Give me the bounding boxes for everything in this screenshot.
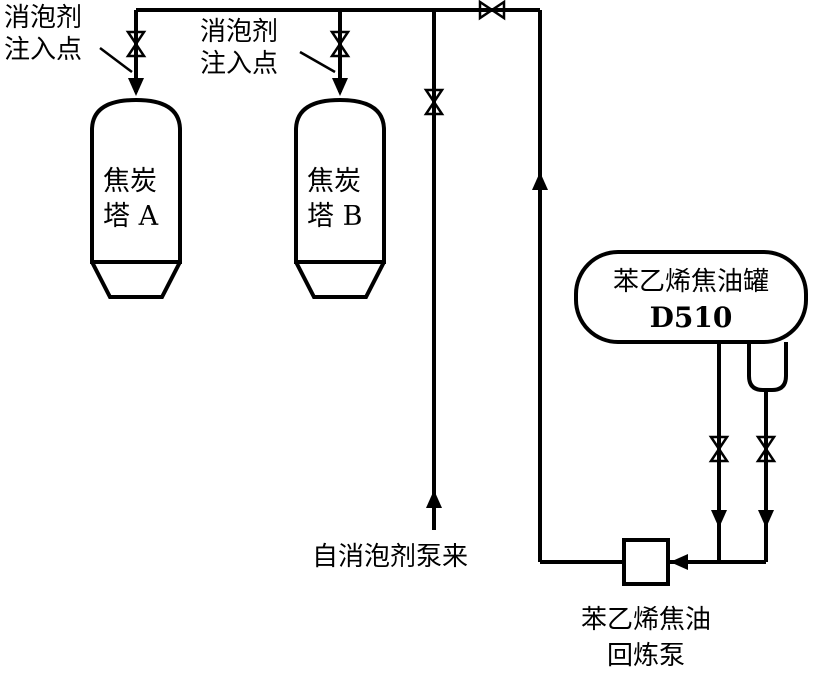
- arrow-up-antifoam: [426, 490, 442, 508]
- arrow-left-pump-suction: [670, 554, 688, 570]
- tank-label-1: 苯乙烯焦油罐: [613, 267, 769, 297]
- valves: [125, 0, 777, 463]
- styrene-tar-tank: [574, 250, 808, 344]
- tower-b-label-1: 焦炭: [307, 166, 361, 197]
- injection-b-label-1: 消泡剂: [200, 17, 278, 47]
- injection-b-label-2: 注入点: [200, 49, 278, 79]
- recycle-pump[interactable]: [622, 538, 670, 586]
- arrow-down-tower-a: [128, 78, 144, 96]
- valve-top-header[interactable]: [478, 0, 506, 21]
- antifoam-source-label: 自消泡剂泵来: [312, 542, 468, 572]
- valve-tower-b[interactable]: [329, 30, 351, 58]
- valve-tank-outlet-2[interactable]: [755, 435, 777, 463]
- arrow-up-riser: [532, 172, 548, 190]
- injection-a-label-2: 注入点: [4, 35, 82, 65]
- pump-label-1: 苯乙烯焦油: [581, 605, 711, 635]
- valve-tank-outlet-1[interactable]: [708, 435, 730, 463]
- arrow-down-tower-b: [332, 78, 348, 96]
- pump-label-2: 回炼泵: [607, 641, 685, 671]
- tower-a-label-1: 焦炭: [103, 166, 157, 197]
- arrow-down-outlet-1: [711, 510, 727, 528]
- arrow-down-outlet-2: [758, 510, 774, 528]
- valve-tower-a[interactable]: [125, 30, 147, 58]
- tank-boot: [747, 342, 788, 392]
- valve-antifoam-supply[interactable]: [423, 88, 445, 116]
- coke-tower-b: [294, 97, 386, 299]
- coke-tower-a: [90, 97, 182, 299]
- leader-injection-b: [299, 50, 336, 74]
- pipes: [134, 8, 768, 564]
- tower-b-label-2: 塔 B: [307, 201, 362, 232]
- tower-a-label-2: 塔 A: [103, 201, 159, 232]
- leader-injection-a: [99, 47, 133, 73]
- tank-label-2: D510: [650, 301, 733, 334]
- flow-arrows: [128, 78, 774, 570]
- injection-a-label-1: 消泡剂: [4, 3, 82, 33]
